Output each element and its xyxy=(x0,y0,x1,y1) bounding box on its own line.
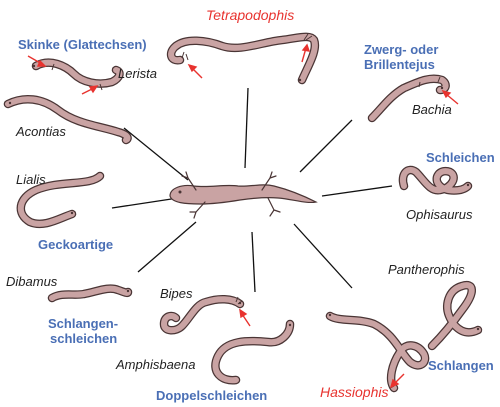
bachia-limbs xyxy=(418,76,441,88)
bipes-body xyxy=(161,296,243,334)
arrow-hassiophis-limb xyxy=(389,373,405,389)
arrow-tetrapodophis-front-limb xyxy=(301,43,311,63)
label-dibamus: Dibamus xyxy=(6,274,58,289)
arrow-tetrapodophis-rear-limb xyxy=(187,63,203,79)
group-label-snakes: Schlangen xyxy=(428,358,494,373)
group-label-dwarf-tegus-line1: Zwerg- oder xyxy=(364,42,439,57)
ray-to-bachia xyxy=(299,119,353,173)
lerista-body xyxy=(33,59,123,87)
group-label-snake-skinks-line1: Schlangen- xyxy=(48,316,119,331)
group-label-amphisbaenians: Doppelschleichen xyxy=(156,388,268,403)
label-hassiophis: Hassiophis xyxy=(320,384,389,400)
label-lerista: Lerista xyxy=(118,66,158,81)
label-tetrapodophis: Tetrapodophis xyxy=(206,7,295,23)
tetrapodophis-limb-rear xyxy=(181,51,189,61)
label-lialis: Lialis xyxy=(16,172,46,187)
ancestral-lizard xyxy=(169,171,318,219)
label-amphisbaena: Amphisbaena xyxy=(116,357,196,372)
ray-to-ophisaurus xyxy=(321,185,393,197)
group-label-geckos: Geckoartige xyxy=(38,237,114,252)
ophisaurus-body xyxy=(400,167,471,194)
radial-lines xyxy=(111,87,393,293)
lerista-limbs xyxy=(51,63,103,91)
amphisbaena-body xyxy=(212,321,293,384)
dibamus-body xyxy=(49,285,131,301)
label-acontias: Acontias xyxy=(16,124,66,139)
label-bipes: Bipes xyxy=(160,286,193,301)
arrow-lerista-front-limb xyxy=(27,55,47,67)
ray-to-tetrapodophis xyxy=(244,87,249,169)
limbs xyxy=(51,33,441,389)
hassiophis-body xyxy=(327,313,428,391)
ray-to-amphisbaena xyxy=(251,231,256,293)
amphisbaena-outline xyxy=(211,319,295,385)
ray-to-lialis xyxy=(111,197,179,209)
pantherophis-body xyxy=(429,282,481,349)
group-label-snake-skinks-line2: schleichen xyxy=(50,331,118,346)
ray-to-dibamus xyxy=(137,221,197,273)
eyes xyxy=(8,64,480,331)
group-label-slowworms: Schleichen xyxy=(426,150,495,165)
tetrapodophis-body xyxy=(173,33,318,83)
group-label-dwarf-tegus-line2: Brillentejus xyxy=(364,57,435,72)
tetrapodophis-tail xyxy=(168,43,183,64)
fill-layer xyxy=(5,33,481,391)
arrow-bachia-limb xyxy=(441,89,459,105)
ray-to-acontias xyxy=(123,127,189,181)
arrow-lerista-rear-limb xyxy=(81,85,99,95)
group-label-skinks: Skinke (Glattechsen) xyxy=(18,37,147,52)
label-bachia: Bachia xyxy=(412,102,452,117)
tetrapodophis-limb-front xyxy=(303,33,313,41)
acontias-body xyxy=(5,96,131,143)
limb-arrows xyxy=(27,43,459,389)
ray-to-snakes xyxy=(293,223,353,289)
label-pantherophis: Pantherophis xyxy=(388,262,465,277)
bachia-body xyxy=(369,75,449,121)
label-ophisaurus: Ophisaurus xyxy=(406,207,473,222)
lialis-body xyxy=(18,173,103,227)
arrow-bipes-limb xyxy=(239,308,251,327)
